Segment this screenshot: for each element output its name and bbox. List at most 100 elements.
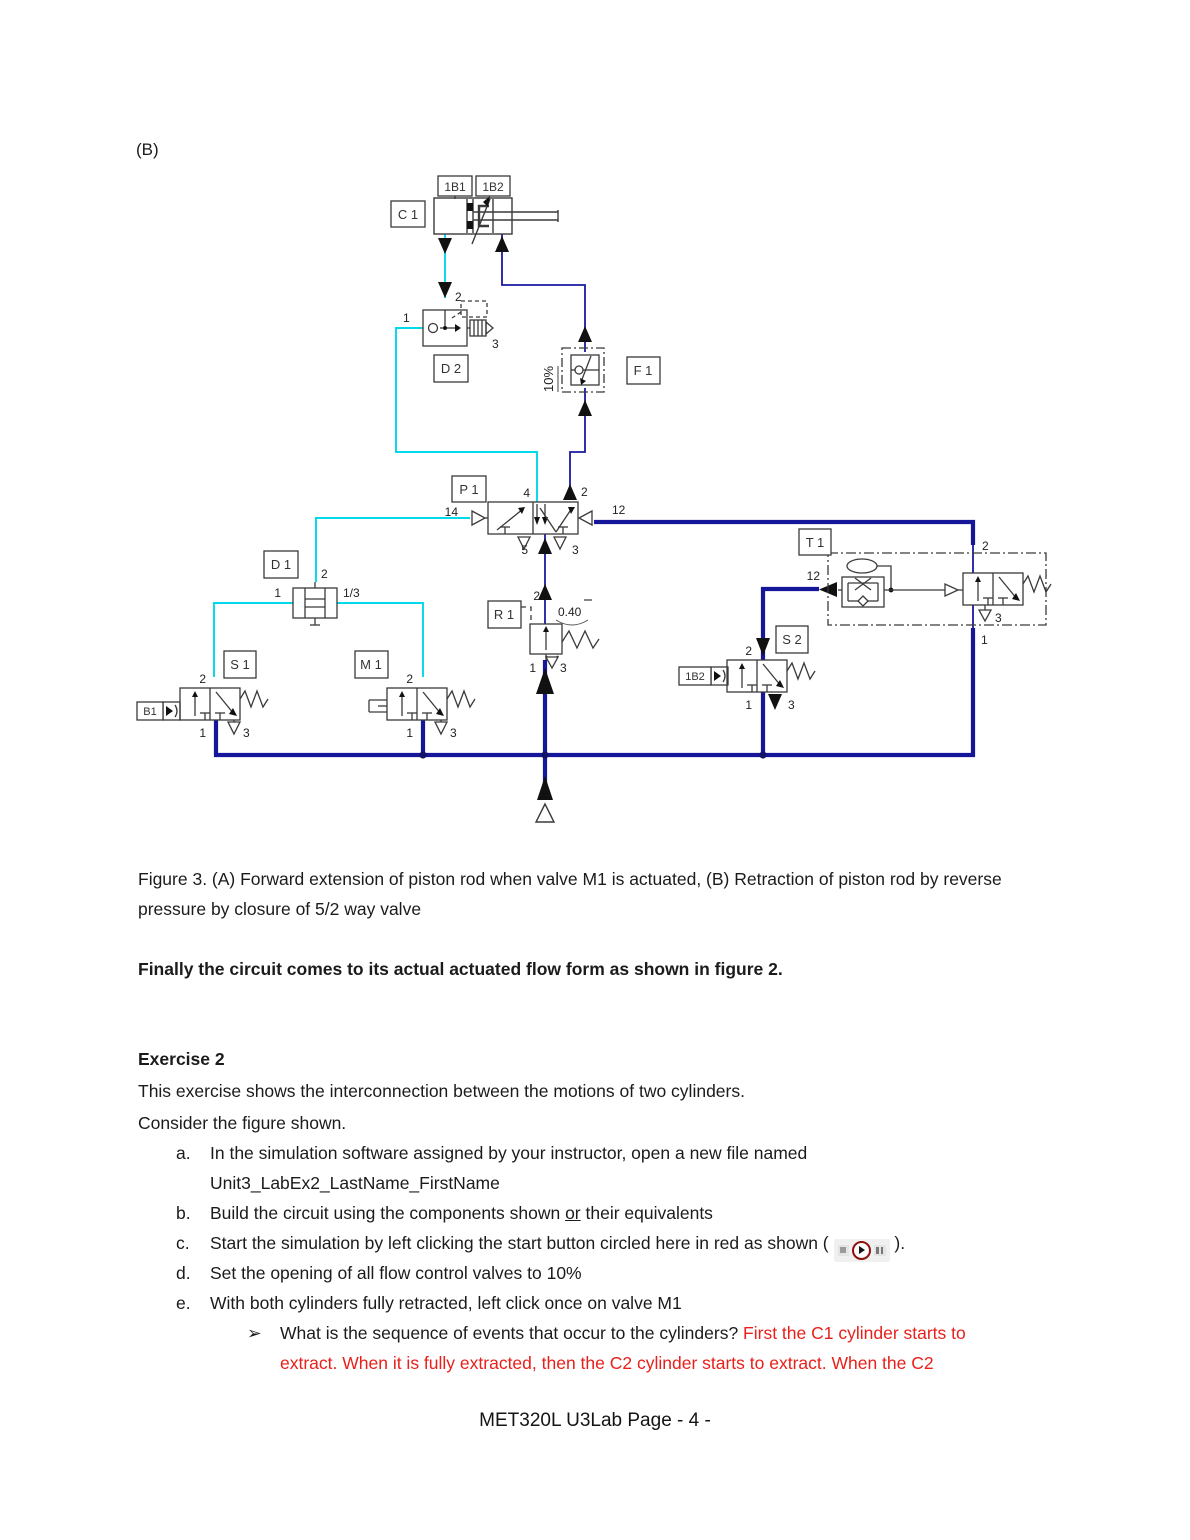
svg-text:1: 1 <box>403 311 410 325</box>
svg-text:C 1: C 1 <box>398 207 418 222</box>
pause-icon <box>873 1244 886 1256</box>
svg-text:1: 1 <box>529 661 536 675</box>
item-c-pre: Start the simulation by left clicking th… <box>210 1233 834 1253</box>
component-tag-m1: M 1 <box>354 650 389 679</box>
roller-valve-s1: 2 1 3 <box>162 672 269 740</box>
bullet-question-text: What is the sequence of events that occu… <box>280 1318 1080 1348</box>
item-a-text: In the simulation software assigned by y… <box>210 1143 808 1163</box>
svg-text:F 1: F 1 <box>634 363 653 378</box>
item-b-post: their equivalents <box>580 1203 713 1223</box>
svg-text:2: 2 <box>745 644 752 658</box>
svg-text:1: 1 <box>745 698 752 712</box>
component-tag-r1: R 1 <box>487 600 522 629</box>
svg-text:3: 3 <box>572 543 579 557</box>
component-tag-s2: S 2 <box>775 625 809 654</box>
pressure-bus-line <box>213 519 976 800</box>
item-e-text: With both cylinders fully retracted, lef… <box>210 1293 682 1313</box>
exercise-heading: Exercise 2 <box>138 1049 225 1069</box>
svg-text:3: 3 <box>788 698 795 712</box>
item-b-text: Build the circuit using the components s… <box>210 1198 1090 1228</box>
svg-text:2: 2 <box>406 672 413 686</box>
svg-text:4: 4 <box>523 486 530 500</box>
svg-text:2: 2 <box>455 290 462 304</box>
item-a-marker: a. <box>176 1143 191 1163</box>
svg-text:D 1: D 1 <box>271 557 291 572</box>
play-icon-circled <box>851 1240 871 1260</box>
sensor-tag-b1: B1 <box>136 701 164 721</box>
list-item-a-line2: Unit3_LabEx2_LastName_FirstName <box>210 1173 500 1193</box>
svg-text:S 2: S 2 <box>782 632 802 647</box>
sensor-tag-1b1: 1B1 <box>437 175 473 197</box>
svg-text:5: 5 <box>521 543 528 557</box>
svg-text:2: 2 <box>581 485 588 499</box>
flow-arrows <box>438 236 837 800</box>
component-tag-t1: T 1 <box>798 528 832 556</box>
junction-dots <box>419 751 767 759</box>
item-c-post: ). <box>889 1233 906 1253</box>
svg-text:B1: B1 <box>143 706 156 718</box>
component-tag-c1: C 1 <box>390 200 426 228</box>
flow-control-valve-f1: 10% <box>541 347 605 393</box>
sensor-tag-1b2-valve: 1B2 <box>678 666 712 686</box>
svg-text:12: 12 <box>807 569 821 583</box>
item-d-text: Set the opening of all flow control valv… <box>210 1263 582 1283</box>
svg-text:3: 3 <box>995 611 1002 625</box>
timer-t1-valve <box>962 572 1052 623</box>
stop-icon <box>837 1244 849 1256</box>
item-c-text: Start the simulation by left clicking th… <box>210 1228 1090 1262</box>
svg-text:3: 3 <box>492 337 499 351</box>
svg-text:1: 1 <box>981 633 988 647</box>
svg-text:12: 12 <box>612 503 626 517</box>
svg-text:P 1: P 1 <box>459 482 478 497</box>
pressure-regulator-r1: 2 0.40 1 3 <box>521 589 600 675</box>
svg-text:1: 1 <box>199 726 206 740</box>
exercise-intro-1: This exercise shows the interconnection … <box>138 1081 745 1101</box>
svg-text:T 1: T 1 <box>806 535 825 550</box>
svg-text:1B1: 1B1 <box>444 180 466 194</box>
svg-text:3: 3 <box>560 661 567 675</box>
svg-text:M 1: M 1 <box>360 657 382 672</box>
item-c-marker: c. <box>176 1233 190 1253</box>
svg-text:D 2: D 2 <box>441 361 461 376</box>
svg-text:2: 2 <box>982 539 989 553</box>
item-d-marker: d. <box>176 1263 191 1283</box>
svg-text:10%: 10% <box>541 366 556 392</box>
item-b-marker: b. <box>176 1203 191 1223</box>
compressed-air-source <box>534 802 556 823</box>
item-b-pre: Build the circuit using the components s… <box>210 1203 566 1223</box>
item-e-marker: e. <box>176 1293 191 1313</box>
manual-valve-m1: 2 1 3 <box>368 672 476 740</box>
component-tag-s1: S 1 <box>223 650 257 679</box>
pressure-lines-thin <box>501 234 974 630</box>
quick-exhaust-valve-d2: 2 1 3 <box>403 290 499 351</box>
exhaust-lines <box>213 234 538 677</box>
shuttle-valve-d1: 2 1 1/3 <box>274 567 360 626</box>
question-text: What is the sequence of events that occu… <box>280 1323 744 1343</box>
svg-text:14: 14 <box>445 505 459 519</box>
section-label: (B) <box>136 140 159 159</box>
component-tag-d1: D 1 <box>263 550 299 579</box>
figure-caption: Figure 3. (A) Forward extension of pisto… <box>138 869 1002 919</box>
svg-text:3: 3 <box>450 726 457 740</box>
item-b-underlined-word: or <box>565 1203 581 1223</box>
answer-red-line2: extract. When it is fully extracted, the… <box>280 1353 934 1373</box>
component-tag-p1: P 1 <box>451 475 487 503</box>
component-tag-d2: D 2 <box>433 354 469 383</box>
svg-text:0.40: 0.40 <box>558 605 582 619</box>
start-button-icon <box>833 1238 890 1262</box>
answer-red-line1: First the C1 cylinder starts to <box>743 1323 966 1343</box>
svg-text:1B2: 1B2 <box>482 180 504 194</box>
page-footer: MET320L U3Lab Page - 4 - <box>479 1410 711 1431</box>
svg-text:2: 2 <box>321 567 328 581</box>
roller-valve-s2: 2 1 3 <box>710 644 816 712</box>
timer-t1: 12 2 3 1 <box>807 539 1047 647</box>
svg-text:1/3: 1/3 <box>343 586 360 600</box>
svg-text:1: 1 <box>406 726 413 740</box>
svg-text:3: 3 <box>243 726 250 740</box>
pneumatic-circuit-diagram: 1B1 1B2 C 1 2 1 3 <box>136 175 1052 823</box>
component-tag-f1: F 1 <box>626 356 661 385</box>
svg-text:S 1: S 1 <box>230 657 250 672</box>
exercise-intro-2: Consider the figure shown. <box>138 1113 347 1133</box>
svg-text:R 1: R 1 <box>494 607 514 622</box>
